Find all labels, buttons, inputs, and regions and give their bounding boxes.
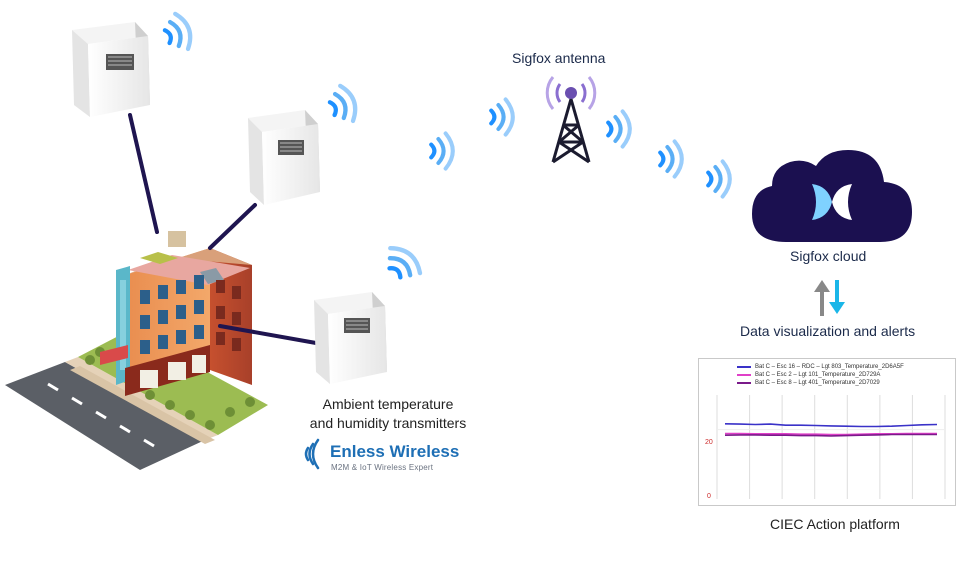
- transmitters-label-line2: and humidity transmitters: [309, 415, 467, 431]
- legend-swatch: [737, 374, 751, 376]
- radio-waves: [161, 11, 730, 285]
- transmitters-label: Ambient temperature and humidity transmi…: [288, 395, 488, 433]
- temperature-chart: [716, 395, 946, 499]
- legend-swatch: [737, 382, 751, 384]
- sigfox-antenna-label: Sigfox antenna: [512, 50, 606, 66]
- brand-tagline: M2M & IoT Wireless Expert: [331, 463, 434, 472]
- brand-waves-icon: [304, 438, 320, 470]
- transmitters-label-line1: Ambient temperature: [322, 396, 454, 412]
- ciec-platform-label: CIEC Action platform: [770, 516, 900, 532]
- sensor-device-1: [72, 22, 150, 117]
- city-block: [5, 330, 268, 470]
- brand-name: Enless Wireless: [330, 442, 460, 461]
- legend-item: Bat C – Esc 16 – RDC – Lgt 803_Temperatu…: [737, 363, 904, 371]
- legend-label: Bat C – Esc 8 – Lgt 401_Temperature_2D70…: [755, 380, 880, 386]
- sensor-connectors: [128, 113, 318, 345]
- chart-legend: Bat C – Esc 16 – RDC – Lgt 803_Temperatu…: [737, 363, 904, 387]
- legend-label: Bat C – Esc 2 – Lgt 101_Temperature_2D72…: [755, 372, 881, 378]
- y-tick-label: 0: [707, 493, 711, 500]
- antenna-tower-icon: [545, 76, 597, 164]
- sensor-device-2: [248, 110, 320, 205]
- sensor-device-3: [314, 292, 387, 384]
- sigfox-cloud-label: Sigfox cloud: [790, 248, 867, 264]
- enless-wireless-logo: Enless Wireless M2M & IoT Wireless Exper…: [300, 436, 500, 472]
- series-line-1: [725, 432, 937, 436]
- ciec-chart-panel: Bat C – Esc 16 – RDC – Lgt 803_Temperatu…: [698, 358, 956, 506]
- data-exchange-arrows-icon: [814, 280, 845, 316]
- office-building: [100, 231, 252, 396]
- sigfox-cloud-icon: [752, 150, 912, 242]
- legend-item: Bat C – Esc 2 – Lgt 101_Temperature_2D72…: [737, 371, 904, 379]
- series-line-0: [724, 423, 938, 428]
- legend-swatch: [737, 366, 751, 368]
- series-line-2: [724, 433, 937, 437]
- y-tick-label: 20: [705, 439, 713, 446]
- data-visualization-label: Data visualization and alerts: [740, 323, 916, 339]
- legend-item: Bat C – Esc 8 – Lgt 401_Temperature_2D70…: [737, 379, 904, 387]
- legend-label: Bat C – Esc 16 – RDC – Lgt 803_Temperatu…: [755, 364, 904, 370]
